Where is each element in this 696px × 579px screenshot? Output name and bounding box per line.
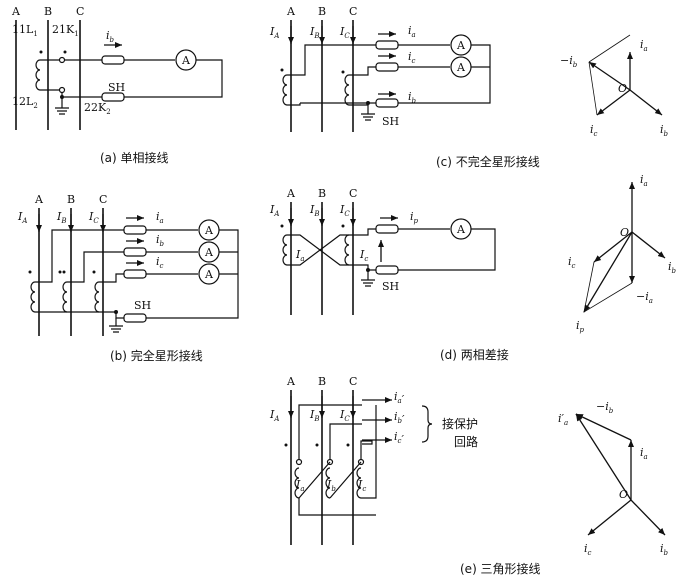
protect-label-2: 回路 <box>454 434 478 449</box>
svg-text:ia: ia <box>408 24 416 39</box>
svg-text:ic: ic <box>408 50 416 65</box>
svg-text:Ia: Ia <box>295 248 305 263</box>
svg-text:Ic: Ic <box>359 248 368 263</box>
bus-label-b: B <box>44 5 52 18</box>
svg-text:O: O <box>619 488 628 501</box>
svg-text:Ic: Ic <box>357 478 366 493</box>
term-21k1: 21K1 <box>52 23 79 38</box>
test-plug-a <box>101 55 125 65</box>
svg-text:ip: ip <box>410 210 419 225</box>
phasor-c: O ia −ib ic ib <box>560 34 669 138</box>
svg-text:B: B <box>67 193 75 206</box>
svg-text:Ib: Ib <box>326 478 336 493</box>
svg-text:A: A <box>456 39 466 52</box>
phasor-e: O ia −ib i′a ic ib <box>558 400 669 557</box>
svg-text:B: B <box>318 375 326 388</box>
svg-text:ic: ic <box>568 255 576 270</box>
svg-text:ia: ia <box>640 173 648 188</box>
svg-text:O: O <box>620 226 629 239</box>
svg-text:IA: IA <box>269 203 279 218</box>
svg-text:IC: IC <box>88 210 99 225</box>
svg-text:IA: IA <box>17 210 27 225</box>
svg-text:A: A <box>34 193 44 206</box>
svg-text:ia′: ia′ <box>394 390 405 406</box>
svg-text:ip: ip <box>576 319 585 334</box>
svg-text:C: C <box>99 193 107 206</box>
svg-text:IC: IC <box>339 25 350 40</box>
caption-a: (a) 单相接线 <box>100 150 169 165</box>
ct-coil-a <box>35 59 41 91</box>
svg-text:ic: ic <box>590 123 598 138</box>
bus-label-a: A <box>11 5 21 18</box>
svg-text:SH: SH <box>108 81 125 94</box>
svg-text:ic: ic <box>584 542 592 557</box>
svg-text:SH: SH <box>382 115 399 128</box>
svg-text:ic: ic <box>156 255 164 270</box>
caption-e: (e) 三角形接线 <box>460 561 541 576</box>
panel-e-delta: A B C IA IB IC ia′ ib′ ic′ 接保护 回路 Ia Ib … <box>269 375 541 576</box>
svg-text:A: A <box>204 246 214 259</box>
svg-text:Ia: Ia <box>295 478 305 493</box>
svg-text:IB: IB <box>309 203 320 218</box>
svg-text:ib: ib <box>668 260 677 275</box>
term-12l2: 12L2 <box>12 95 38 110</box>
svg-text:ia: ia <box>640 38 648 53</box>
svg-text:C: C <box>349 5 357 18</box>
svg-text:A: A <box>286 187 296 200</box>
caption-b: (b) 完全星形接线 <box>110 348 203 363</box>
svg-text:A: A <box>286 375 296 388</box>
svg-text:A: A <box>456 223 466 236</box>
svg-text:IA: IA <box>269 25 279 40</box>
svg-text:C: C <box>349 187 357 200</box>
panel-b-full-star: A B C IA IB IC A A A SH ia ib <box>17 193 239 363</box>
panel-c-incomplete-star: A B C IA IB IC A A SH ia <box>269 5 540 169</box>
svg-text:IB: IB <box>56 210 67 225</box>
svg-text:A: A <box>456 61 466 74</box>
bus-label-c: C <box>76 5 84 18</box>
svg-text:ia: ia <box>156 210 164 225</box>
svg-text:IB: IB <box>309 25 320 40</box>
svg-text:i′a: i′a <box>558 412 568 427</box>
svg-text:SH: SH <box>382 280 399 293</box>
caption-d: (d) 两相差接 <box>440 347 509 362</box>
svg-text:A: A <box>286 5 296 18</box>
svg-text:O: O <box>618 82 627 95</box>
svg-text:−ib: −ib <box>596 400 614 415</box>
svg-text:−ia: −ia <box>636 290 653 305</box>
ground-icon <box>55 107 69 115</box>
svg-text:ib′: ib′ <box>394 410 405 426</box>
svg-text:ic′: ic′ <box>394 430 404 446</box>
svg-text:IC: IC <box>339 408 350 423</box>
svg-text:−ib: −ib <box>560 54 578 69</box>
sh-switch-a <box>101 92 125 102</box>
svg-text:A: A <box>204 224 214 237</box>
svg-text:C: C <box>349 375 357 388</box>
panel-a-single-phase: A B C 11L1 21K1 12L2 22K2 A SH ib (a) 单相… <box>11 5 223 165</box>
phasor-d: O ia ic ib −ia ip <box>568 173 677 334</box>
protect-label-1: 接保护 <box>442 416 478 431</box>
svg-text:IC: IC <box>339 203 350 218</box>
svg-text:ia: ia <box>640 446 648 461</box>
svg-text:ib: ib <box>106 29 115 44</box>
svg-text:ib: ib <box>156 233 165 248</box>
svg-text:ib: ib <box>660 542 669 557</box>
term-22k2: 22K2 <box>84 101 111 116</box>
svg-text:B: B <box>318 5 326 18</box>
svg-text:A: A <box>181 54 191 67</box>
svg-text:SH: SH <box>134 299 151 312</box>
svg-text:ib: ib <box>660 123 669 138</box>
term-11l1: 11L1 <box>12 23 38 38</box>
svg-text:IB: IB <box>309 408 320 423</box>
caption-c: (c) 不完全星形接线 <box>436 154 540 169</box>
svg-text:ib: ib <box>408 90 417 105</box>
panel-d-two-phase-diff: A B C IA IB IC A SH ip Ia Ic (d) 两相差接 <box>269 187 509 362</box>
svg-text:B: B <box>318 187 326 200</box>
svg-text:IA: IA <box>269 408 279 423</box>
svg-text:A: A <box>204 268 214 281</box>
brace-icon <box>421 405 433 443</box>
